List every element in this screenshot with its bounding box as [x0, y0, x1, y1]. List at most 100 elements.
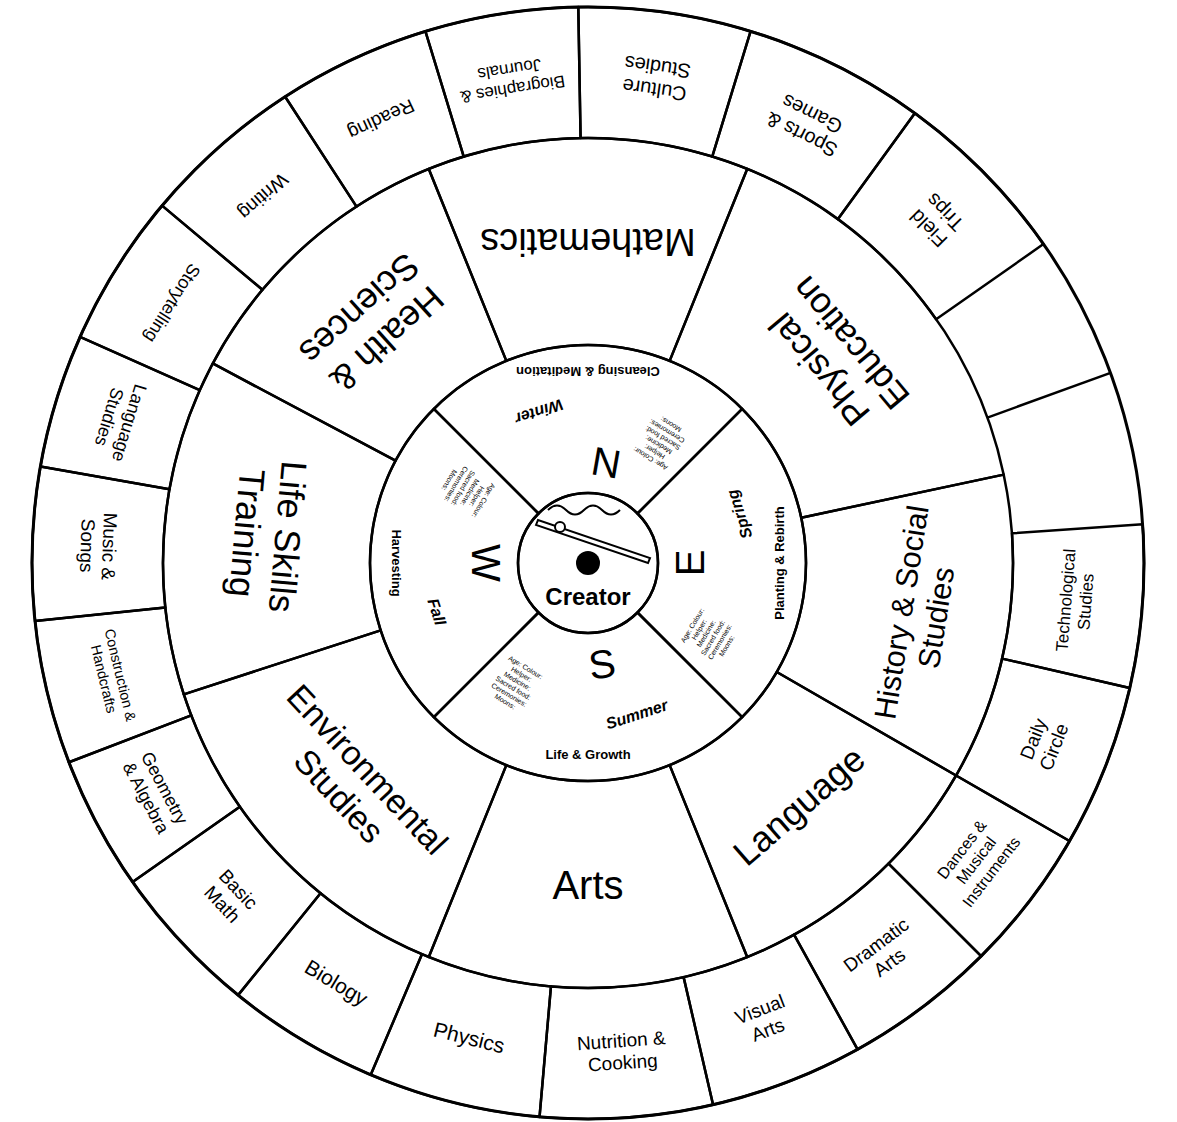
- topic-label: Dramatic Arts: [834, 910, 932, 999]
- topic-label: Dances & Musical Instruments: [926, 807, 1028, 916]
- season-theme: Harvesting: [389, 529, 404, 596]
- topic-label: Storytelling: [140, 260, 205, 346]
- segment-border: [794, 864, 981, 1050]
- season-name: Spring: [724, 487, 757, 541]
- topic-label: Biographies & Journals: [454, 51, 569, 107]
- segment-border: [69, 715, 240, 882]
- subject-label: Mathematics: [480, 219, 695, 263]
- season-teachings: Age: Colour: Helper: Medicine: Sacred fo…: [433, 457, 499, 523]
- topic-label: Culture Studies: [603, 48, 708, 107]
- subject-label: Life Skills Training: [218, 442, 316, 629]
- center-dot: [576, 551, 600, 575]
- segment-border: [40, 337, 199, 489]
- segment-border: [684, 935, 858, 1105]
- segment-border: [184, 630, 507, 957]
- segment-border: [35, 607, 191, 762]
- outer-rim: [32, 7, 1144, 1119]
- segment-border: [133, 807, 321, 995]
- topic-label: Daily Circle: [1009, 697, 1079, 787]
- topic-label: Reading: [344, 94, 417, 144]
- segment-border: [518, 493, 658, 633]
- topic-label: Basic Math: [190, 857, 270, 938]
- segment-border: [213, 169, 507, 461]
- topic-label: Music & Songs: [75, 508, 121, 584]
- compass-letter: S: [586, 639, 619, 688]
- segment-border: [429, 138, 747, 361]
- subject-label: Environmental Studies: [242, 668, 463, 897]
- pipe-feathers: [548, 506, 620, 515]
- segment-border: [777, 475, 1013, 776]
- segment-border: [425, 7, 580, 156]
- season-theme: Life & Growth: [545, 748, 630, 763]
- segment-border: [162, 97, 356, 290]
- segment-border: [838, 113, 1044, 319]
- subject-label: Health & Sciences: [285, 239, 459, 408]
- segment-border: [956, 659, 1130, 841]
- topic-label: Visual Arts: [718, 986, 808, 1055]
- season-name: Winter: [512, 394, 565, 427]
- season-name: Summer: [604, 697, 671, 734]
- segment-border: [670, 672, 956, 957]
- subject-label: Physical Education: [739, 253, 931, 459]
- season-theme: Cleansing & Meditation: [516, 364, 660, 379]
- topic-label: Writing: [234, 168, 292, 223]
- segment-border: [1002, 524, 1144, 688]
- segment-border: [370, 409, 539, 717]
- segment-border: [637, 409, 806, 717]
- topic-label: Physics: [431, 1018, 507, 1059]
- segment-border: [371, 954, 551, 1117]
- pipe-bowl: [555, 522, 565, 532]
- subject-label: History & Social Studies: [866, 496, 971, 734]
- segment-border: [163, 363, 396, 694]
- season-name: Fall: [423, 596, 449, 628]
- segment-border: [434, 345, 742, 514]
- segment-border: [578, 7, 750, 157]
- segment-border: [434, 612, 742, 781]
- segment-border: [285, 31, 464, 206]
- compass-letter: N: [587, 437, 623, 487]
